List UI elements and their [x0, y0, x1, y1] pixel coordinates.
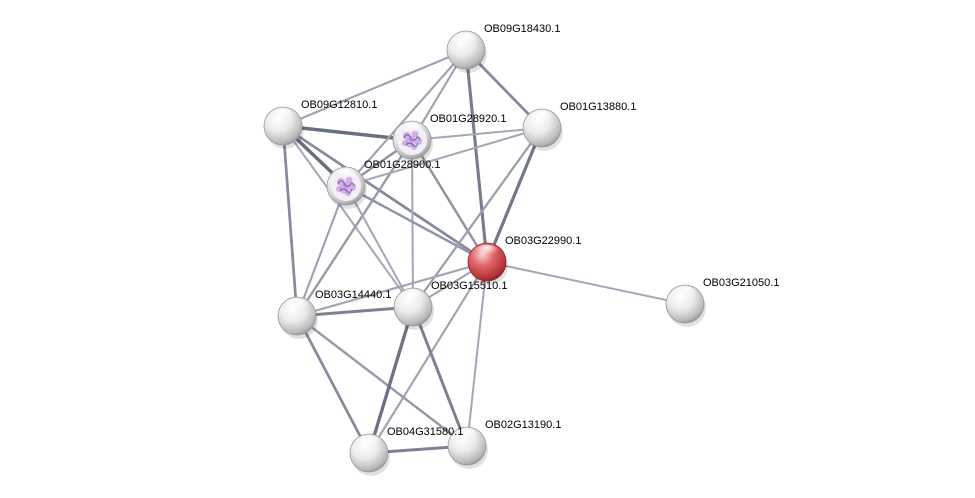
- node-label-ob03g14440-1: OB03G14440.1: [315, 289, 391, 301]
- edge-ob03g15510-1-ob02g13190-1: [411, 305, 469, 448]
- node-label-ob02g13190-1: OB02G13190.1: [485, 419, 561, 431]
- edge-ob03g15510-1-ob04g31580-1: [367, 305, 415, 455]
- edge-ob09g12810-1-ob01g28920-1: [281, 124, 414, 142]
- node-ob03g22990-1[interactable]: [467, 242, 508, 285]
- edge-ob03g14440-1-ob04g31580-1: [295, 314, 371, 455]
- node-ob01g28920-1[interactable]: [392, 120, 433, 163]
- edge-ob03g22990-1-ob03g14440-1: [295, 260, 489, 318]
- edge-ob01g13880-1-ob03g22990-1: [485, 126, 544, 264]
- node-ob03g14440-1[interactable]: [277, 296, 318, 339]
- labels-layer: OB09G18430.1OB09G12810.1OB01G28920.1OB01…: [301, 23, 779, 438]
- node-ob01g28900-1[interactable]: [326, 166, 367, 209]
- node-ob03g15510-1[interactable]: [393, 287, 434, 330]
- edge-ob01g28900-1-ob01g13880-1: [344, 126, 544, 188]
- edge-ob09g12810-1-ob03g22990-1: [281, 124, 489, 264]
- edge-ob01g28900-1-ob03g14440-1: [295, 184, 348, 318]
- node-highlight: [357, 435, 381, 450]
- node-highlight: [285, 298, 309, 313]
- node-label-ob04g31580-1: OB04G31580.1: [387, 426, 463, 438]
- node-highlight: [401, 289, 425, 304]
- node-label-ob01g28900-1: OB01G28900.1: [364, 159, 440, 171]
- edge-ob09g12810-1-ob03g14440-1: [281, 124, 299, 318]
- node-highlight: [530, 110, 554, 125]
- node-highlight: [455, 428, 479, 443]
- node-label-ob09g12810-1: OB09G12810.1: [301, 99, 377, 111]
- edge-ob03g22990-1-ob02g13190-1: [465, 260, 489, 448]
- node-label-ob01g28920-1: OB01G28920.1: [430, 113, 506, 125]
- node-ob04g31580-1[interactable]: [349, 433, 390, 476]
- edge-ob01g28920-1-ob03g22990-1: [410, 138, 489, 264]
- node-label-ob03g21050-1: OB03G21050.1: [703, 277, 779, 289]
- edge-ob01g28920-1-ob01g13880-1: [410, 126, 544, 142]
- node-highlight: [334, 168, 358, 183]
- node-highlight: [400, 122, 424, 137]
- edge-ob03g14440-1-ob02g13190-1: [295, 314, 469, 448]
- edge-ob01g28920-1-ob03g14440-1: [295, 138, 414, 318]
- node-label-ob03g15510-1: OB03G15510.1: [431, 280, 507, 292]
- edge-ob09g12810-1-ob03g15510-1: [281, 124, 415, 309]
- edge-ob03g22990-1-ob03g21050-1: [485, 260, 687, 306]
- node-ob02g13190-1[interactable]: [447, 426, 488, 469]
- edge-ob09g18430-1-ob01g28900-1: [344, 48, 468, 188]
- node-highlight: [673, 286, 697, 301]
- edge-ob03g22990-1-ob04g31580-1: [367, 260, 489, 455]
- node-ob09g12810-1[interactable]: [263, 106, 304, 149]
- node-label-ob09g18430-1: OB09G18430.1: [484, 23, 560, 35]
- node-label-ob03g22990-1: OB03G22990.1: [505, 235, 581, 247]
- node-highlight: [454, 32, 478, 47]
- nodes-layer: [263, 30, 706, 476]
- edge-ob01g28900-1-ob03g22990-1: [344, 184, 489, 264]
- node-highlight: [271, 108, 295, 123]
- edges-layer: [281, 48, 687, 455]
- edge-ob01g28920-1-ob03g15510-1: [410, 138, 415, 309]
- edge-ob09g18430-1-ob03g22990-1: [464, 48, 489, 264]
- edge-ob09g12810-1-ob09g18430-1: [281, 48, 468, 128]
- node-label-ob01g13880-1: OB01G13880.1: [560, 101, 636, 113]
- node-ob09g18430-1[interactable]: [446, 30, 487, 73]
- node-ob03g21050-1[interactable]: [665, 284, 706, 327]
- node-ob01g13880-1[interactable]: [522, 108, 563, 151]
- node-highlight: [475, 244, 499, 259]
